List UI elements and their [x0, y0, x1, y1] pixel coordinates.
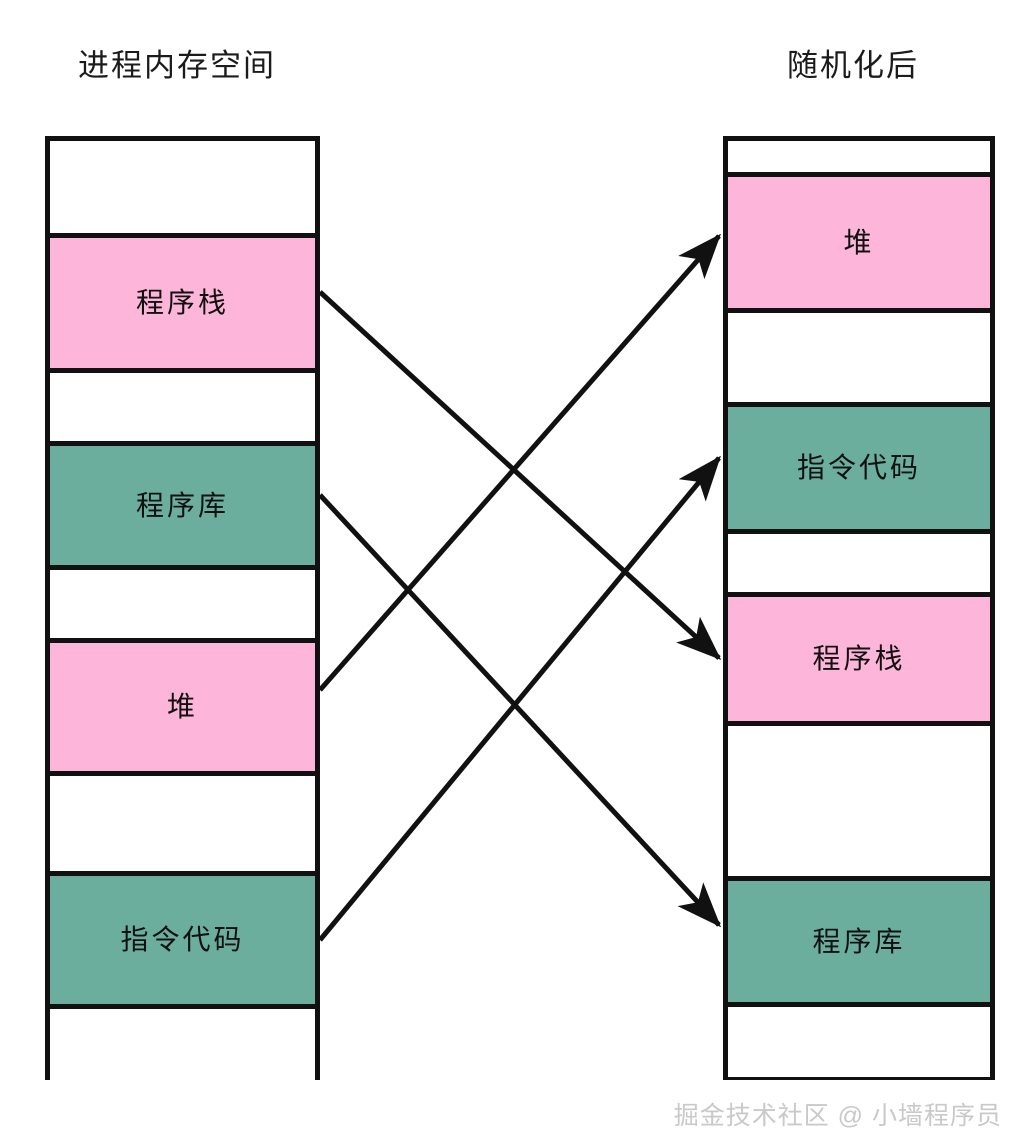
right-block-empty-4 — [728, 529, 990, 592]
left-block-empty-2 — [50, 368, 315, 441]
right-block-label: 堆 — [843, 226, 875, 258]
right-block-empty-8 — [728, 1002, 990, 1077]
left-block-堆: 堆 — [50, 638, 315, 771]
process-memory-column: 程序栈程序库堆指令代码 — [45, 136, 320, 1085]
right-block-empty-6 — [728, 721, 990, 876]
arrow-stack-mapping — [318, 290, 722, 661]
left-block-label: 程序库 — [135, 489, 229, 521]
right-block-label: 程序库 — [812, 925, 906, 957]
left-block-指令代码: 指令代码 — [50, 871, 315, 1004]
left-column-title: 进程内存空间 — [78, 48, 276, 83]
arrow-heap-mapping — [318, 233, 721, 692]
left-block-empty-0 — [50, 141, 315, 233]
right-block-label: 程序栈 — [812, 643, 906, 674]
left-block-程序栈: 程序栈 — [50, 233, 315, 368]
right-column-title: 随机化后 — [787, 48, 919, 83]
left-block-empty-6 — [50, 771, 315, 871]
left-block-label: 堆 — [166, 691, 198, 722]
left-block-程序库: 程序库 — [50, 441, 315, 565]
arrow-code-mapping — [318, 455, 721, 942]
watermark: 掘金技术社区 @ 小墙程序员 — [673, 1102, 1002, 1130]
left-block-empty-4 — [50, 565, 315, 638]
right-block-堆: 堆 — [728, 172, 990, 308]
right-block-empty-0 — [728, 141, 990, 172]
right-block-empty-2 — [728, 308, 990, 402]
right-block-程序库: 程序库 — [728, 876, 990, 1002]
arrow-library-mapping — [318, 493, 722, 928]
randomized-memory-column: 堆指令代码程序栈程序库 — [723, 136, 995, 1080]
right-block-程序栈: 程序栈 — [728, 592, 990, 721]
left-block-label: 指令代码 — [120, 924, 245, 955]
right-block-指令代码: 指令代码 — [728, 402, 990, 529]
left-block-empty-8 — [50, 1004, 315, 1085]
left-block-label: 程序栈 — [135, 287, 229, 318]
right-block-label: 指令代码 — [796, 452, 921, 483]
